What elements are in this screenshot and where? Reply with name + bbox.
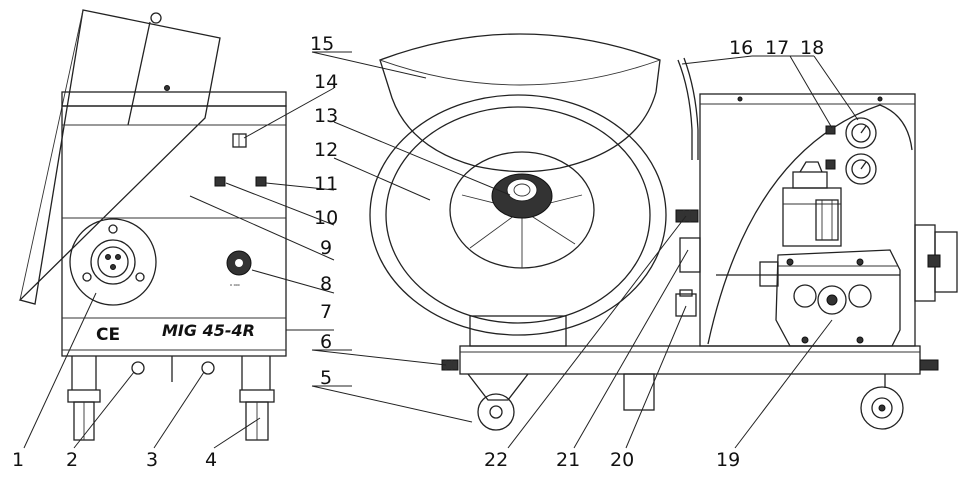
indicator-lamp-icon [255,176,267,187]
callout-14: 14 [314,71,338,93]
indicator-lamp-icon [214,176,226,187]
callout-7: 7 [320,301,332,323]
callout-19: 19 [716,449,740,471]
feeder-cabinet [699,93,916,347]
callout-17: 17 [765,37,789,59]
knob-caption: ⁰ ⁰⁰⁰ [230,284,240,290]
callout-5: 5 [320,367,332,389]
base-rail [459,345,921,375]
callout-15: 15 [310,33,334,55]
callout-8: 8 [320,273,332,295]
front-caster-right [239,356,275,441]
support-leg [623,373,655,411]
lid-handle [150,12,162,24]
front-view: ⁰ ⁰⁰⁰ CE MIG 45-4R [18,9,287,441]
flow-gauge-icon [845,153,877,185]
callout-20: 20 [610,449,634,471]
output-terminal-icon [201,361,215,375]
front-cabinet [61,105,287,357]
front-caster-left [67,356,101,441]
wire-feeder [775,249,901,347]
callout-6: 6 [320,331,332,353]
gun-socket-flange [69,218,157,306]
pressure-gauge-icon [845,117,877,149]
callout-22: 22 [484,449,508,471]
callout-16: 16 [729,37,753,59]
hose [677,59,693,160]
front-wheel [477,393,515,431]
fitting-icon [675,293,697,317]
callout-3: 3 [146,449,158,471]
callout-13: 13 [314,105,338,127]
callout-11: 11 [314,173,338,195]
callout-4: 4 [205,449,217,471]
lid-panel [18,9,221,305]
ce-mark: CE [96,325,120,345]
side-view [369,33,958,431]
callout-21: 21 [556,449,580,471]
callout-1: 1 [12,449,24,471]
callout-9: 9 [320,237,332,259]
callout-10: 10 [314,207,338,229]
callouts: 1 2 3 4 5 6 7 8 9 10 11 12 13 14 15 16 1… [12,33,824,471]
callout-2: 2 [66,449,78,471]
front-top-rim [61,91,287,107]
leader-lines [23,51,859,449]
switch-icon [232,133,247,148]
callout-18: 18 [800,37,824,59]
rear-caster [860,386,904,430]
output-terminal-icon [131,361,145,375]
connector-icon [675,209,699,223]
spool-housing [369,94,667,336]
callout-12: 12 [314,139,338,161]
spool-cover [379,33,661,173]
model-label: MIG 45-4R [162,321,255,340]
